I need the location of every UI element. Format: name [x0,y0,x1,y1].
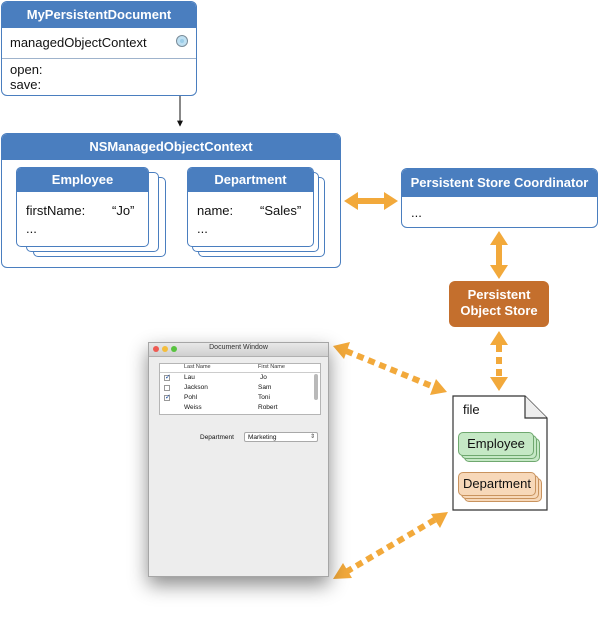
employee-more: ... [26,221,37,236]
table-cell-first: Jo [260,374,267,381]
row-checkbox[interactable]: ✓ [164,394,171,401]
managed-object-context-box: NSManagedObjectContext Employee firstNam… [1,133,341,268]
context-coordinator-arrow [344,192,398,210]
table-cell-first: Toni [258,394,270,401]
department-more: ... [197,221,208,236]
employee-card-title: Employee [17,168,148,192]
zoom-button-icon[interactable] [171,346,177,352]
persistent-object-store-line2: Object Store [460,303,538,318]
department-entity: Department [458,472,536,496]
persistent-store-coordinator-title: Persistent Store Coordinator [402,169,597,197]
managed-object-context-property: managedObjectContext [10,35,147,50]
department-label: Department [200,434,234,441]
file-document: file Employee Department [451,394,549,512]
table-cell-last: Pohl [184,394,198,401]
employee-table[interactable]: Last Name First Name ✓ Lau Jo Jackson Sa… [159,363,321,415]
persistent-store-coordinator-box: Persistent Store Coordinator ... [401,168,598,228]
column-header-first-name[interactable]: First Name [258,364,285,370]
employee-card: Employee firstName: “Jo” ... [16,167,149,247]
close-button-icon[interactable] [153,346,159,352]
employee-attr-value: “Jo” [112,203,135,218]
header-divider [160,372,320,373]
store-file-arrow [490,331,508,391]
table-cell-last: Jackson [184,384,208,391]
employee-entity: Employee [458,432,534,456]
department-attr-value: “Sales” [260,203,302,218]
persistent-store-coordinator-body: ... [411,205,422,220]
window-titlebar[interactable]: Document Window [149,343,328,357]
persistent-object-store-box: Persistent Object Store [449,281,549,327]
popup-chevron-icon: ⇕ [309,434,315,440]
save-method: save: [10,77,42,92]
employee-attr-name: firstName: [26,203,86,218]
window-file-arrow-lower [333,512,448,579]
department-popup-value: Marketing [248,434,277,441]
row-checkbox[interactable] [164,385,170,391]
department-popup[interactable]: Marketing ⇕ [244,432,318,442]
divider [2,58,196,59]
row-checkbox[interactable]: ✓ [164,374,171,381]
managed-object-context-title: NSManagedObjectContext [2,134,340,160]
persistent-object-store-line1: Persistent [467,287,531,302]
department-card-title: Department [188,168,313,192]
coordinator-store-arrow [490,231,508,279]
open-method: open: [10,62,43,77]
table-cell-last: Weiss [184,404,202,411]
table-cell-last: Lau [184,374,195,381]
department-attr-name: name: [197,203,234,218]
table-cell-first: Sam [258,384,272,391]
column-header-last-name[interactable]: Last Name [184,364,211,370]
my-persistent-document-box: MyPersistentDocument managedObjectContex… [1,1,197,96]
department-card: Department name: “Sales” ... [187,167,314,247]
outlet-connector-icon [176,35,188,47]
file-label: file [463,402,480,417]
table-scrollbar[interactable] [314,374,318,400]
document-window: Document Window Last Name First Name ✓ L… [148,342,329,577]
table-cell-first: Robert [258,404,278,411]
my-persistent-document-title: MyPersistentDocument [2,2,196,28]
window-title: Document Window [209,344,268,351]
minimize-button-icon[interactable] [162,346,168,352]
window-file-arrow-upper [333,342,447,395]
